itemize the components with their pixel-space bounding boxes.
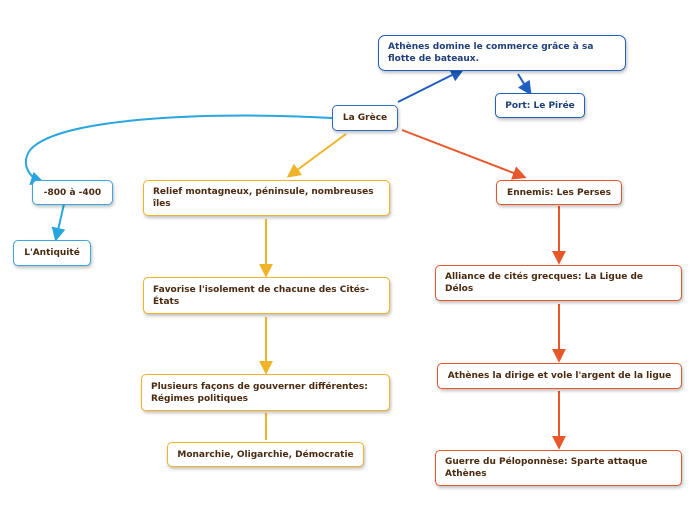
- edge-commerce-port: [517, 73, 532, 96]
- node-regimes[interactable]: Monarchie, Oligarchie, Démocratie: [167, 442, 364, 467]
- edge-root-dates: [24, 114, 333, 186]
- node-relief-label: Relief montagneux, péninsule, nombreuses…: [153, 187, 374, 209]
- node-ennemis[interactable]: Ennemis: Les Perses: [496, 180, 622, 205]
- node-isolement-label: Favorise l'isolement de chacune des Cité…: [153, 284, 369, 307]
- edge-dates-antiquite: [51, 203, 66, 242]
- node-guerre[interactable]: Guerre du Péloponnèse: Sparte attaque At…: [435, 450, 682, 486]
- node-isolement[interactable]: Favorise l'isolement de chacune des Cité…: [143, 277, 390, 314]
- node-relief[interactable]: Relief montagneux, péninsule, nombreuses…: [143, 180, 390, 216]
- edge-root-relief: [286, 133, 347, 178]
- node-port[interactable]: Port: Le Pirée: [495, 93, 585, 118]
- node-antiquite-label: L'Antiquité: [24, 248, 80, 258]
- node-ennemis-label: Ennemis: Les Perses: [507, 187, 611, 198]
- node-dirige-label: Athènes la dirige et vole l'argent de la…: [447, 371, 672, 381]
- edge-root-commerce: [397, 68, 465, 103]
- node-antiquite[interactable]: L'Antiquité: [13, 240, 91, 266]
- node-port-label: Port: Le Pirée: [505, 100, 575, 111]
- node-dirige[interactable]: Athènes la dirige et vole l'argent de la…: [437, 363, 682, 389]
- node-root[interactable]: La Grèce: [332, 105, 398, 131]
- node-commerce-label: Athènes domine le commerce grâce à sa fl…: [388, 42, 594, 64]
- node-alliance-label: Alliance de cités grecques: La Ligue de …: [445, 272, 644, 294]
- node-dates[interactable]: -800 à -400: [32, 180, 113, 205]
- node-gouverner-label: Plusieurs façons de gouverner différente…: [151, 381, 368, 404]
- node-root-label: La Grèce: [342, 113, 388, 123]
- node-regimes-label: Monarchie, Oligarchie, Démocratie: [177, 449, 354, 460]
- node-dates-label: -800 à -400: [43, 187, 102, 198]
- edge-root-ennemis: [401, 129, 527, 180]
- node-guerre-label: Guerre du Péloponnèse: Sparte attaque At…: [445, 457, 648, 479]
- node-gouverner[interactable]: Plusieurs façons de gouverner différente…: [141, 374, 390, 411]
- node-alliance[interactable]: Alliance de cités grecques: La Ligue de …: [435, 265, 682, 301]
- node-commerce[interactable]: Athènes domine le commerce grâce à sa fl…: [378, 35, 626, 71]
